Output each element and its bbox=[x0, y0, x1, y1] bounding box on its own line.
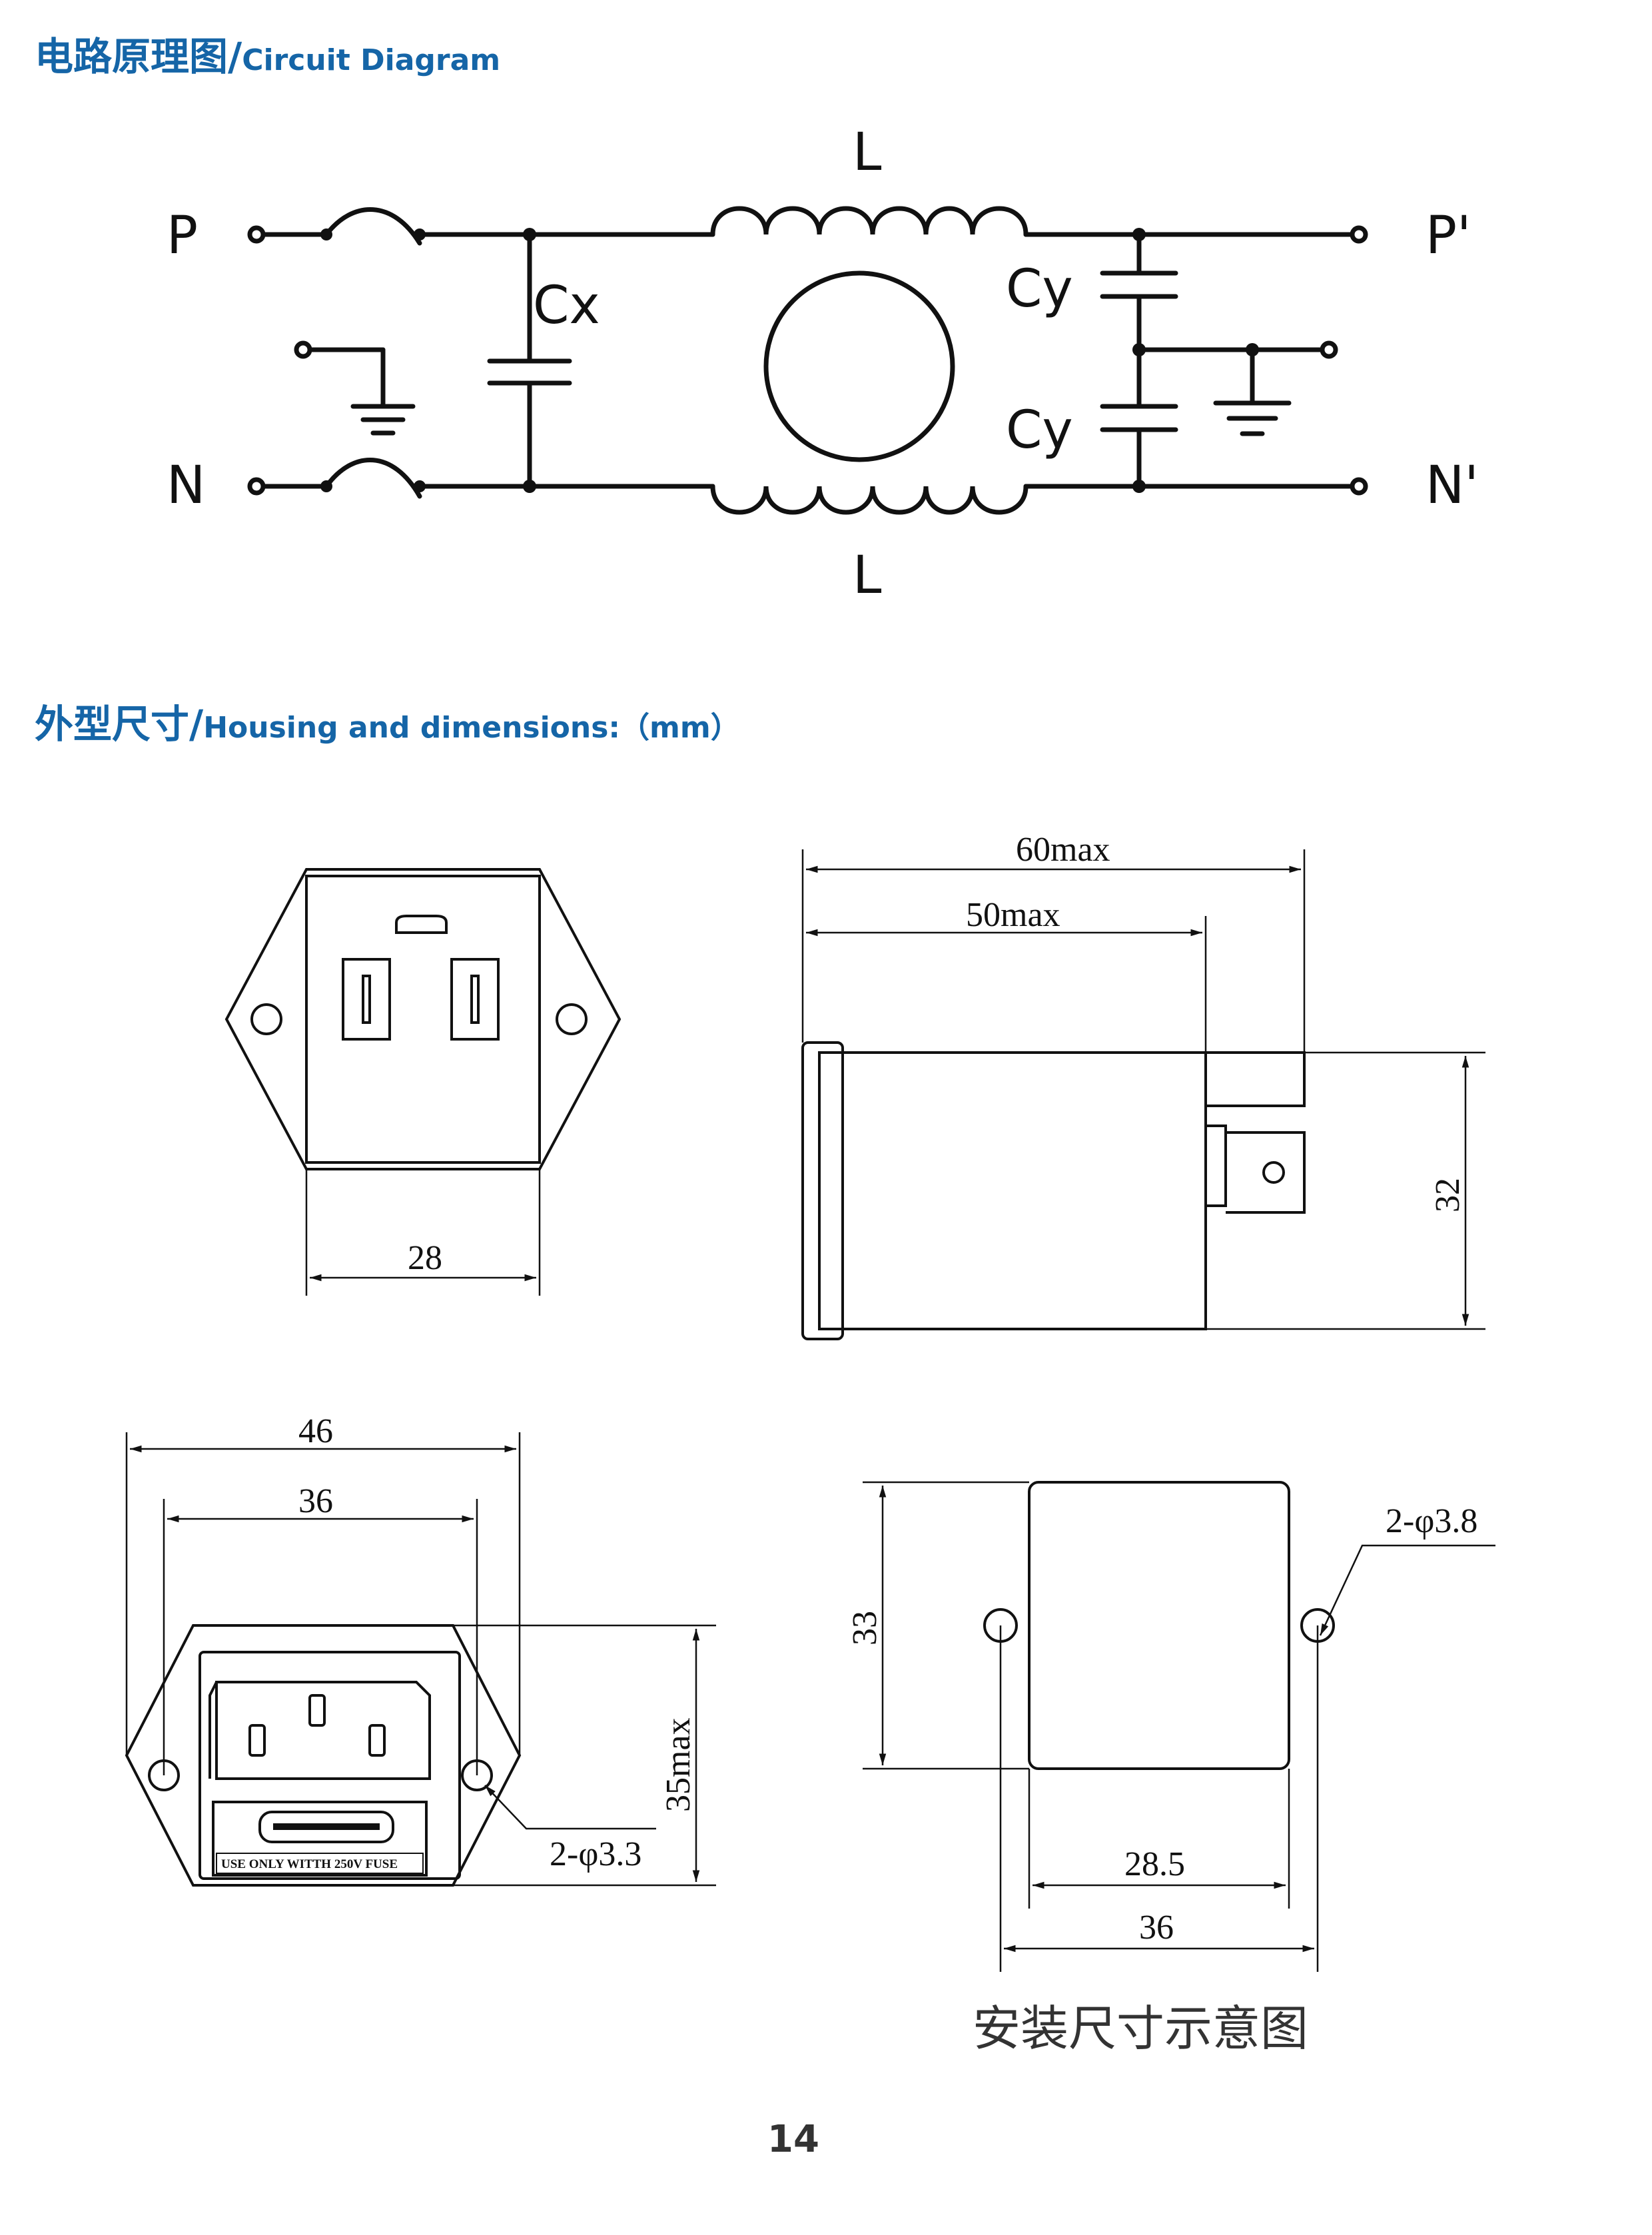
ferrite-core bbox=[763, 270, 955, 462]
terminal-p-label: P bbox=[167, 206, 198, 266]
cx-label: Cx bbox=[533, 276, 600, 336]
circuit-heading-en: Circuit Diagram bbox=[242, 43, 501, 77]
terminal-n-out-label: N' bbox=[1426, 456, 1479, 516]
side-view bbox=[801, 849, 1485, 1340]
fuse-warning-label: USE ONLY WITTH 250V FUSE bbox=[221, 1857, 398, 1871]
inductor-bottom-label: L bbox=[853, 546, 882, 606]
circuit-heading-zh: 电路原理图 bbox=[35, 34, 228, 79]
page-number: 14 bbox=[767, 2118, 819, 2161]
input-ground bbox=[294, 340, 416, 436]
housing-heading-zh: 外型尺寸 bbox=[35, 701, 190, 747]
cutout-height-dim: 33 bbox=[846, 1611, 884, 1645]
circuit-heading-separator: / bbox=[228, 34, 242, 79]
side-length-max-dim: 60max bbox=[1016, 831, 1110, 869]
cutout-view bbox=[863, 1481, 1495, 1972]
housing-heading: 外型尺寸/Housing and dimensions:（mm） bbox=[35, 693, 740, 749]
terminal-p-out-label: P' bbox=[1426, 206, 1471, 266]
housing-heading-en: Housing and dimensions:（mm） bbox=[203, 711, 740, 745]
inductor-bottom-coil bbox=[710, 484, 1029, 515]
circuit-diagram bbox=[247, 206, 1368, 515]
cutout-width-dim: 28.5 bbox=[1124, 1845, 1185, 1883]
cy-capacitors bbox=[1100, 232, 1338, 489]
panel-hole-spacing-dim: 36 bbox=[298, 1482, 333, 1520]
front-width-dim: 28 bbox=[408, 1239, 442, 1277]
housing-heading-separator: / bbox=[189, 701, 204, 747]
inductor-top-label: L bbox=[853, 123, 882, 183]
panel-holes-dim: 2-φ3.3 bbox=[550, 1835, 641, 1873]
side-body-max-dim: 50max bbox=[966, 896, 1060, 934]
cutout-holes-dim: 2-φ3.8 bbox=[1386, 1502, 1477, 1540]
side-height-dim: 32 bbox=[1429, 1178, 1467, 1212]
cutout-hole-spacing-dim: 36 bbox=[1139, 1909, 1174, 1947]
top-conductor bbox=[247, 207, 1368, 246]
cy-bottom-label: Cy bbox=[1006, 400, 1073, 460]
front-view bbox=[224, 868, 621, 1296]
inductor-top-coil bbox=[710, 206, 1029, 237]
panel-height-max-dim: 35max bbox=[659, 1717, 697, 1812]
panel-overall-width-dim: 46 bbox=[298, 1412, 333, 1450]
bottom-conductor bbox=[247, 457, 1368, 499]
cx-capacitor bbox=[487, 232, 572, 489]
mounting-caption: 安装尺寸示意图 bbox=[973, 2001, 1308, 2056]
terminal-n-label: N bbox=[167, 456, 205, 516]
circuit-diagram-heading: 电路原理图/Circuit Diagram bbox=[35, 25, 500, 81]
cy-top-label: Cy bbox=[1006, 259, 1073, 319]
panel-view bbox=[125, 1432, 716, 1887]
